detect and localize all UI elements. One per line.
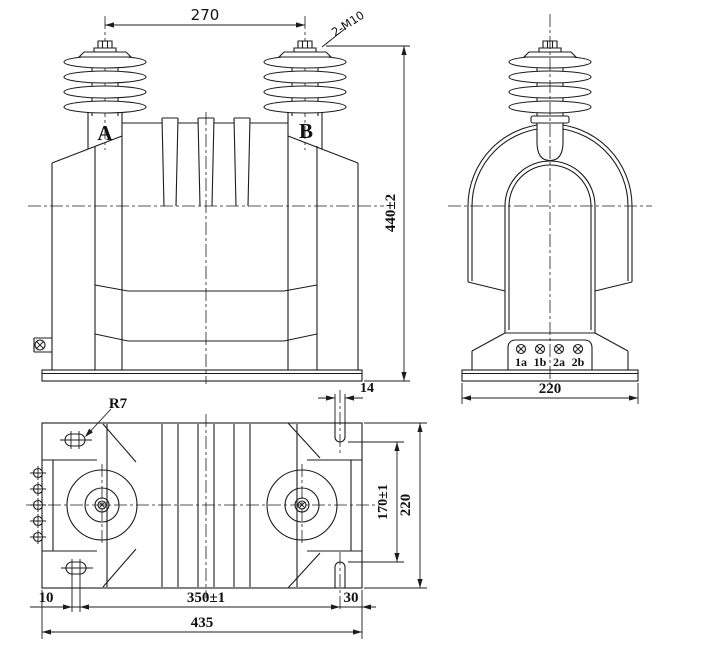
plan-view-outline — [41, 422, 363, 589]
bushing-a — [63, 40, 147, 117]
terminal-1a-label: 1a — [515, 355, 527, 369]
front-view-outline — [41, 107, 363, 382]
terminal-a-label: A — [97, 121, 113, 145]
dim-440-label: 440±2 — [383, 194, 399, 232]
bushing-b — [263, 40, 347, 117]
dim-270-label: 270 — [191, 6, 220, 24]
terminal-1b-label: 1b — [534, 355, 547, 369]
slot-radius-label: R7 — [109, 396, 128, 412]
side-view: 1a 1b 2a 2b 220 — [448, 14, 652, 404]
side-view-dimensions: 220 — [461, 381, 639, 404]
plan-view: R7 14 170±1 220 10 350±1 30 — [26, 381, 427, 639]
dim-line-440 — [326, 45, 410, 382]
dim-plan-220-label: 220 — [398, 494, 414, 517]
mounting-slot-bottom-left — [61, 559, 93, 577]
terminal-2a-label: 2a — [553, 355, 565, 369]
terminal-2b-label: 2b — [572, 355, 585, 369]
front-view-dimensions: 270 2-M10 440±2 — [105, 6, 410, 382]
thread-callout-label: 2-M10 — [329, 8, 367, 39]
dim-350-label: 350±1 — [187, 590, 225, 606]
dim-side-220-label: 220 — [539, 381, 562, 397]
plan-view-dimensions: R7 14 170±1 220 10 350±1 30 — [30, 381, 427, 639]
dim-170-label: 170±1 — [376, 484, 391, 520]
terminal-b-label: B — [299, 119, 313, 143]
ground-terminal — [33, 337, 52, 353]
dim-435-label: 435 — [191, 615, 214, 631]
front-view: A B — [28, 16, 384, 384]
mounting-slot-top-left — [60, 431, 92, 449]
dim-30-label: 30 — [344, 590, 359, 606]
dim-10-label: 10 — [39, 590, 54, 606]
dim-14-label: 14 — [360, 381, 374, 396]
